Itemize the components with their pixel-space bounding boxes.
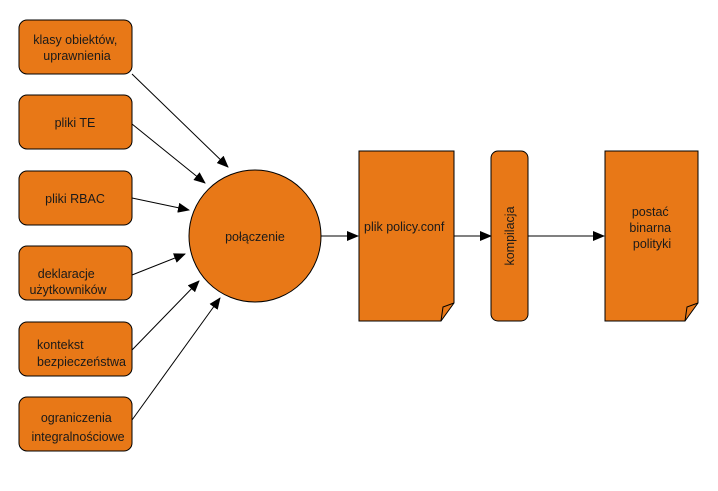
arrow-context-to-merge	[131, 280, 200, 351]
svg-text:pliki RBAC: pliki RBAC	[45, 192, 105, 206]
svg-text:ograniczenia integralnoś: ograniczenia integralnościowe	[31, 411, 124, 444]
input-box-context: kontekst bezpieczeństwa	[18, 321, 133, 377]
binary-policy-line-1: postać	[632, 205, 669, 219]
input-constraints-line-2: integralnościowe	[31, 430, 124, 444]
input-te-line-1: pliki TE	[55, 116, 96, 130]
input-box-te: pliki TE	[18, 94, 133, 150]
compile-label: kompilacja	[503, 206, 517, 265]
svg-text:deklaracje użytkowników: deklaracje użytkowników	[29, 267, 107, 297]
input-box-users: deklaracje użytkowników	[18, 245, 133, 301]
input-classes-line-2: uprawnienia	[43, 49, 110, 63]
input-users-line-1: deklaracje	[38, 267, 95, 281]
svg-text:plik policy.conf: plik policy.conf	[364, 220, 445, 234]
input-box-classes: klasy obiektów, uprawnienia	[18, 19, 133, 75]
svg-text:pliki TE: pliki TE	[55, 116, 96, 130]
compile-node: kompilacja	[490, 150, 529, 322]
arrow-constraints-to-merge	[131, 297, 221, 421]
input-box-rbac: pliki RBAC	[18, 170, 133, 226]
svg-text:klasy obiektów, uprawnie: klasy obiektów, uprawnienia	[33, 33, 121, 63]
arrow-te-to-merge	[131, 123, 206, 184]
policy-file-label: plik policy.conf	[364, 220, 445, 234]
svg-text:kompilacja: kompilacja	[503, 206, 517, 265]
binary-policy-line-3: polityki	[633, 237, 671, 251]
arrow-rbac-to-merge	[131, 197, 190, 213]
policy-file-node: plik policy.conf	[358, 150, 455, 322]
input-context-line-1: kontekst	[37, 338, 84, 352]
input-constraints-line-1: ograniczenia	[41, 411, 112, 425]
svg-text:postać binarna pol: postać binarna polityki	[629, 205, 674, 251]
input-classes-line-1: klasy obiektów,	[33, 33, 117, 47]
svg-text:połączenie: połączenie	[225, 230, 285, 244]
binary-policy-line-2: binarna	[629, 221, 671, 235]
binary-policy-node: postać binarna polityki	[604, 150, 699, 322]
merge-node-label: połączenie	[225, 230, 285, 244]
merge-node: połączenie	[188, 169, 322, 303]
svg-text:kontekst bezpieczeństwa: kontekst bezpieczeństwa	[37, 338, 126, 369]
input-box-constraints: ograniczenia integralnościowe	[18, 396, 133, 452]
arrow-users-to-merge	[131, 253, 186, 276]
input-rbac-line-1: pliki RBAC	[45, 192, 105, 206]
input-users-line-2: użytkowników	[29, 283, 107, 297]
input-context-line-2: bezpieczeństwa	[37, 355, 126, 369]
arrow-classes-to-merge	[131, 73, 229, 168]
